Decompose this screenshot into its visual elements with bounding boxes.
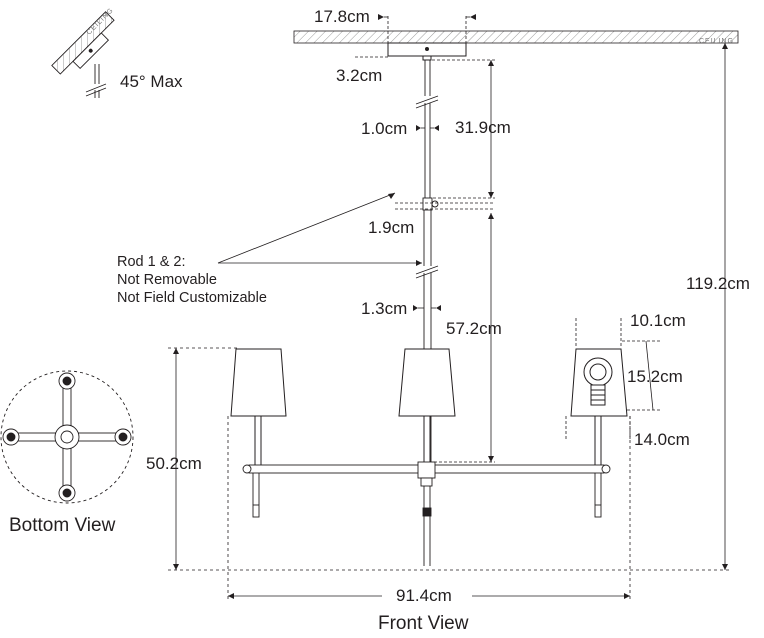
cross-arm: [242, 461, 611, 566]
ceiling-tag: CEILING: [699, 38, 735, 45]
overall-width-label: 91.4cm: [396, 586, 452, 605]
shade-left: [230, 348, 287, 465]
rod1-diameter-label: 1.0cm: [361, 119, 408, 138]
rod-2: [415, 210, 439, 462]
rod-note-line-2: Not Removable: [117, 272, 217, 288]
rod-1: [415, 60, 439, 198]
shade-center: [398, 348, 456, 462]
bottom-view-plan: [0, 370, 134, 504]
shade-bottom-label: 14.0cm: [634, 430, 690, 449]
ceiling-bar: [293, 30, 739, 44]
rod-note-line-1: Rod 1 & 2:: [117, 254, 186, 270]
bottom-view-caption: Bottom View: [9, 515, 116, 536]
fixture-height-label: 50.2cm: [146, 454, 202, 473]
shade-top-label: 10.1cm: [630, 311, 686, 330]
rod-note-line-3: Not Field Customizable: [117, 290, 267, 306]
angle-label: 45° Max: [120, 72, 183, 91]
canopy-width-label: 17.8cm: [314, 7, 370, 26]
tilted-canopy-detail: [51, 11, 115, 98]
front-view-caption: Front View: [378, 613, 469, 634]
shade-height-label: 15.2cm: [627, 367, 683, 386]
coupler-height-label: 1.9cm: [368, 218, 415, 237]
overall-height-label: 119.2cm: [686, 274, 750, 293]
dimension-arrowheads: [173, 14, 728, 599]
rod1-length-label: 31.9cm: [455, 118, 511, 137]
rod2-length-label: 57.2cm: [446, 319, 502, 338]
canopy-height-label: 3.2cm: [336, 66, 383, 85]
rod2-diameter-label: 1.3cm: [361, 299, 408, 318]
dimension-lines: [168, 16, 730, 600]
canopy: [387, 42, 467, 61]
shade-right-cutaway: [570, 348, 628, 465]
coupler: [422, 197, 439, 211]
